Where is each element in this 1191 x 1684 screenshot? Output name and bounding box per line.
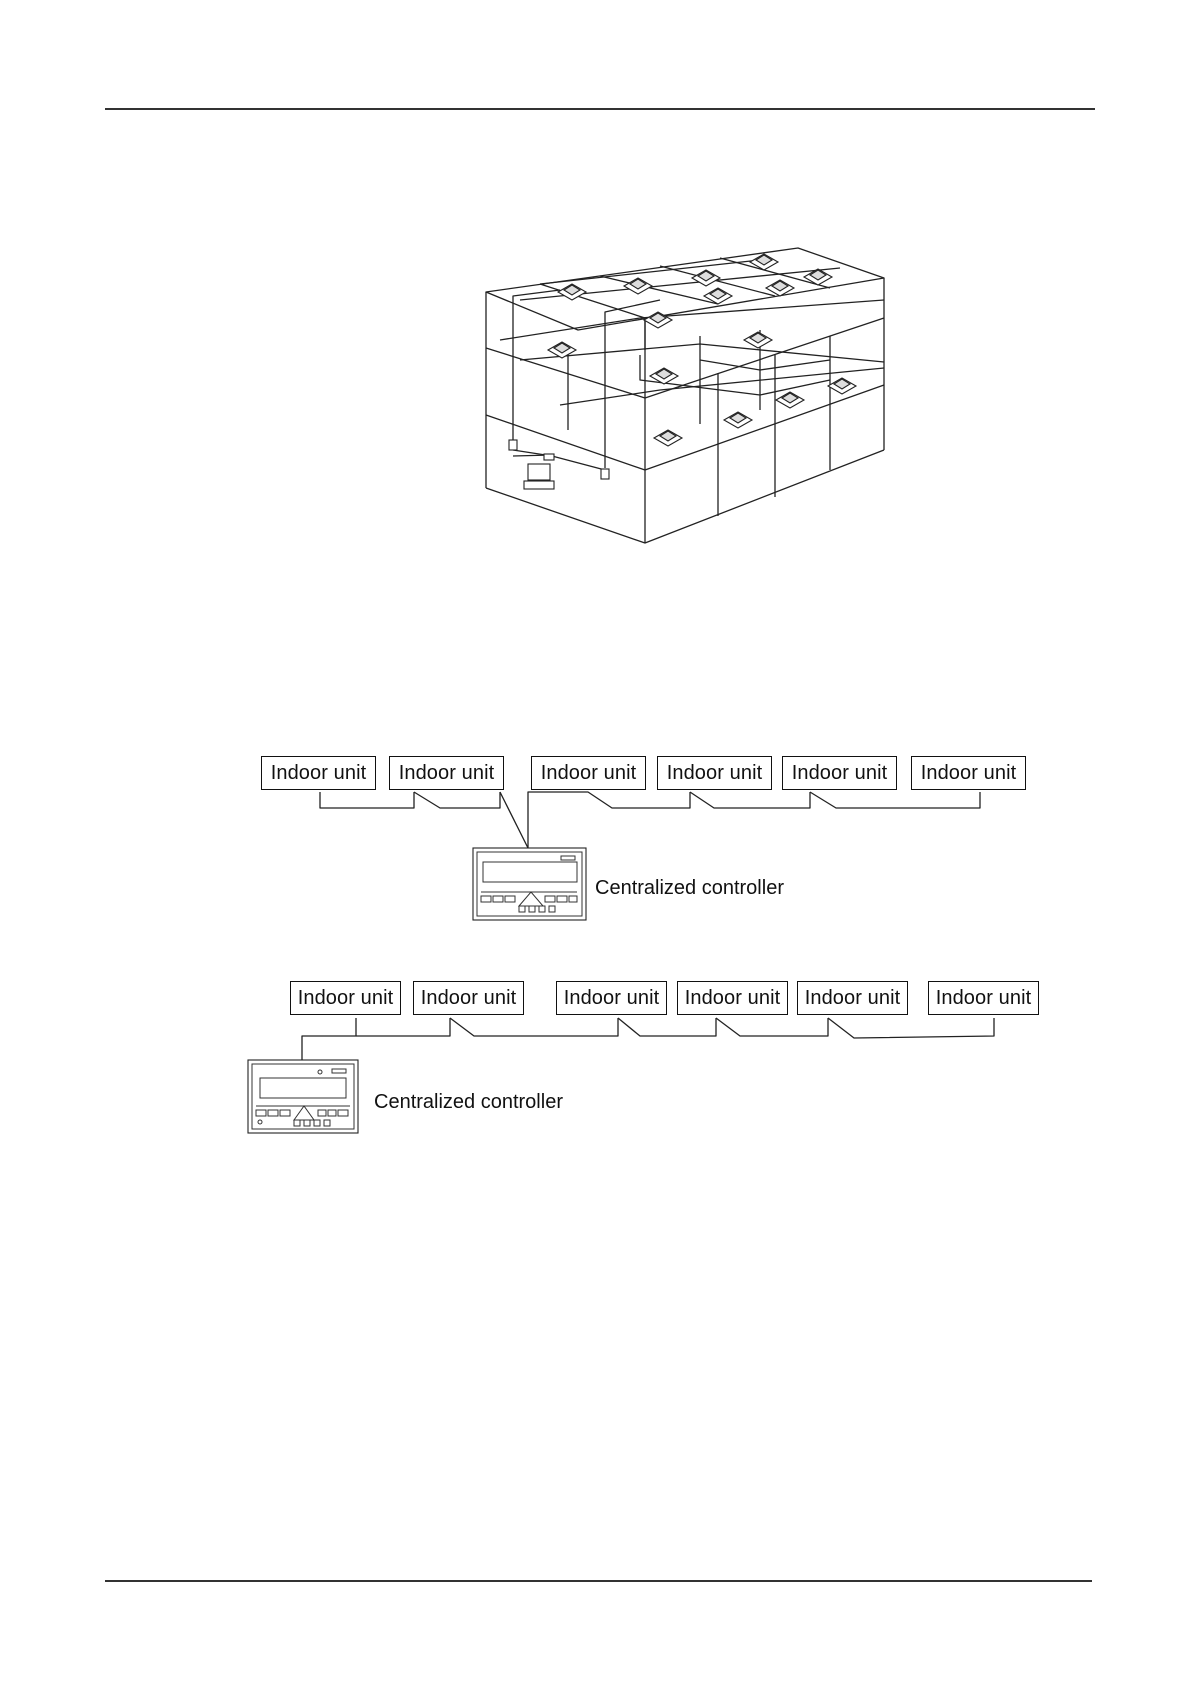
diagram2-controller-label: Centralized controller bbox=[374, 1091, 563, 1114]
footer-rule bbox=[105, 1580, 1092, 1582]
